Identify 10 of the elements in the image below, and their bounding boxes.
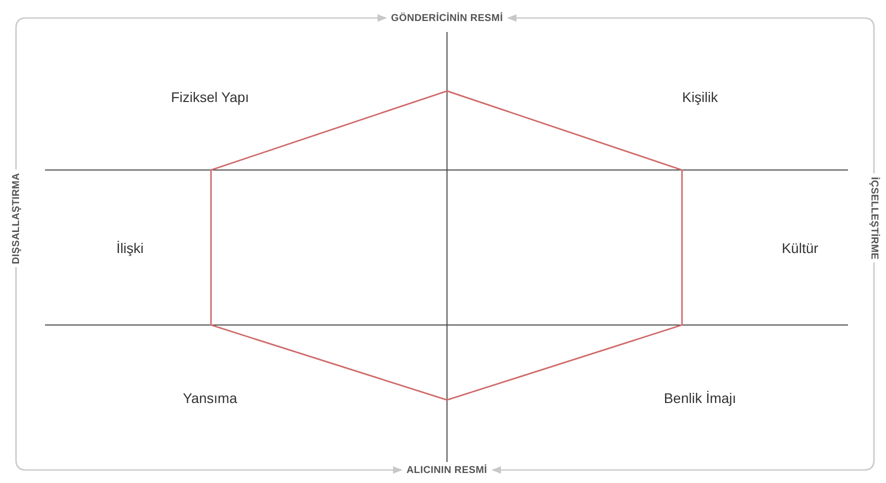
facet-label: Benlik İmajı <box>664 390 736 406</box>
arrow <box>15 14 387 170</box>
facet-label: Kişilik <box>682 89 718 105</box>
facet-label: Fiziksel Yapı <box>170 89 250 105</box>
facet-label: Yansıma <box>182 390 238 406</box>
arrow <box>507 14 875 174</box>
arrow <box>492 262 875 474</box>
facet-label: İlişki <box>116 240 144 256</box>
facet-label: Kültür <box>782 240 818 256</box>
arrow <box>15 266 402 474</box>
